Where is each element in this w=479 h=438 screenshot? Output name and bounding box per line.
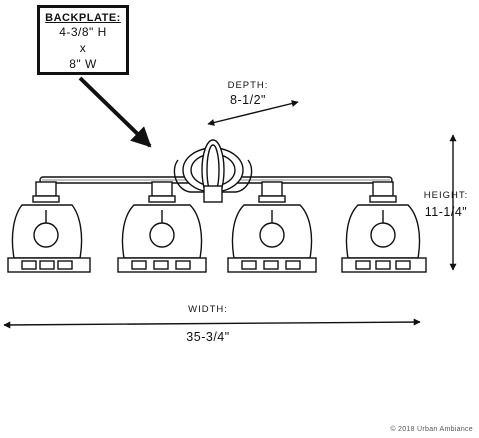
light-shade-2 [117,181,207,273]
light-shade-3 [227,181,317,273]
backplate-height: 4-3/8" H [59,25,107,39]
light-shade-4 [341,181,427,273]
depth-arrow [207,100,299,126]
height-label: HEIGHT: [423,190,469,201]
depth-value: 8-1/2" [230,93,266,107]
height-value: 11-1/4" [424,205,468,219]
width-arrow [3,318,421,329]
light-shade-1 [7,181,91,273]
copyright-text: © 2018 Urban Ambiance [390,426,473,433]
width-label: WIDTH: [188,304,228,315]
backplate-callout: BACKPLATE: 4-3/8" H x 8" W [37,5,129,75]
backplate-pointer-arrow [78,76,152,148]
width-value: 35-3/4" [186,330,230,344]
backplate-title: BACKPLATE: [45,12,121,24]
backplate-times: x [79,41,87,55]
backplate-width: 8" W [69,57,97,71]
depth-label: DEPTH: [227,80,269,91]
fixture-body [39,139,393,203]
